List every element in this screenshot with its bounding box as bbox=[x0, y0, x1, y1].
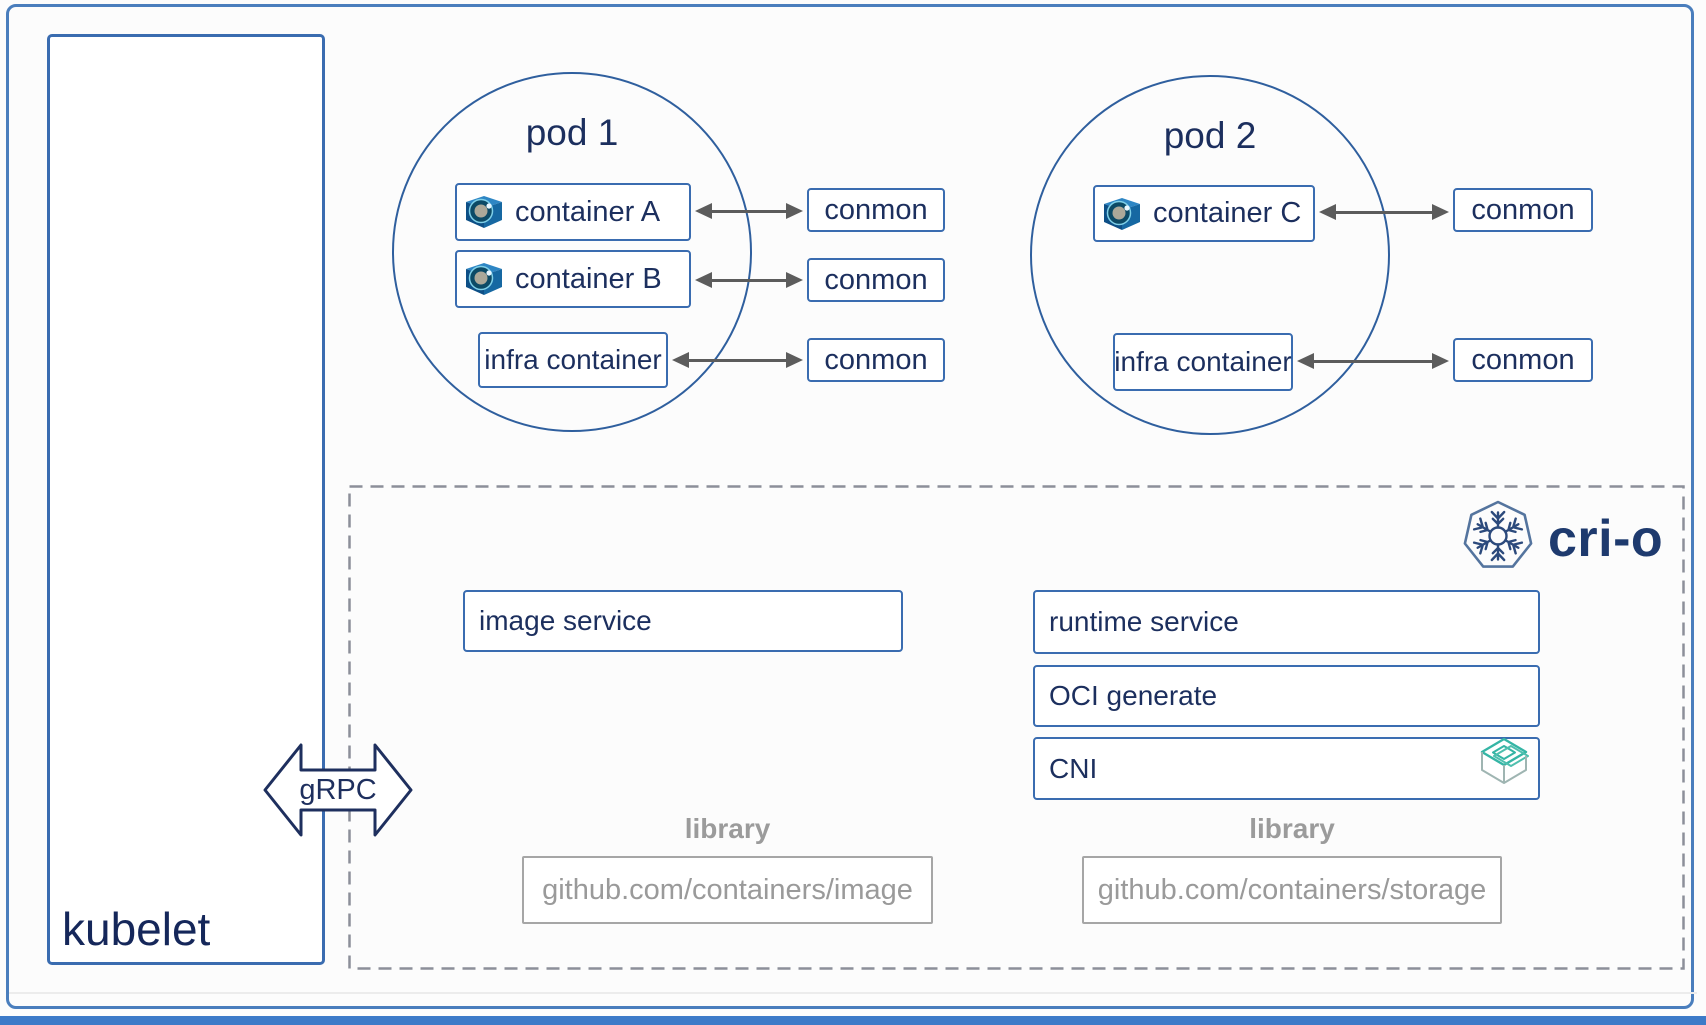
infra-container-label: infra container bbox=[484, 344, 662, 375]
infra-container-box: infra container bbox=[478, 332, 668, 388]
infra-container-label: infra container bbox=[1114, 346, 1292, 377]
library-caption: library bbox=[684, 813, 771, 844]
infra-container-box: infra container bbox=[1113, 333, 1293, 391]
crio-logo: cri-o bbox=[1460, 500, 1663, 577]
conmon-box: conmon bbox=[1453, 338, 1593, 382]
pod2-circle bbox=[1030, 75, 1390, 435]
conmon-box: conmon bbox=[807, 338, 945, 382]
container-c-label: container C bbox=[1153, 197, 1302, 229]
cni-icon bbox=[1478, 737, 1530, 800]
library-image-label: github.com/containers/image bbox=[542, 873, 913, 906]
crio-dashed-box bbox=[348, 485, 1685, 970]
oci-generate-label: OCI generate bbox=[1049, 680, 1218, 711]
cni-box: CNI bbox=[1033, 737, 1540, 800]
container-c-box: container C bbox=[1093, 185, 1315, 242]
conmon-label: conmon bbox=[1471, 343, 1575, 376]
container-a-label: container A bbox=[515, 195, 661, 228]
conmon-box: conmon bbox=[807, 258, 945, 302]
conmon-label: conmon bbox=[824, 343, 928, 376]
pod1-label: pod 1 bbox=[525, 112, 619, 153]
double-arrow bbox=[1297, 353, 1449, 369]
container-icon bbox=[462, 193, 506, 231]
image-service-box: image service bbox=[463, 590, 903, 652]
cni-label: CNI bbox=[1049, 752, 1098, 784]
image-service-label: image service bbox=[479, 605, 652, 636]
conmon-box: conmon bbox=[1453, 188, 1593, 232]
kubelet-label: kubelet bbox=[62, 903, 211, 955]
bottom-accent-bar bbox=[0, 1016, 1706, 1025]
double-arrow bbox=[1319, 204, 1449, 220]
container-b-box: container B bbox=[455, 250, 691, 308]
conmon-box: conmon bbox=[807, 188, 945, 232]
conmon-label: conmon bbox=[824, 263, 928, 296]
grpc-arrow: gRPC bbox=[262, 742, 414, 838]
library-storage-label: github.com/containers/storage bbox=[1097, 873, 1487, 906]
runtime-service-box: runtime service bbox=[1033, 590, 1540, 654]
runtime-service-label: runtime service bbox=[1049, 606, 1239, 637]
diagram-frame bbox=[6, 4, 1694, 1009]
grpc-label: gRPC bbox=[299, 774, 377, 806]
container-icon bbox=[462, 260, 506, 298]
double-arrow bbox=[695, 203, 803, 219]
pod1-circle bbox=[392, 72, 752, 432]
library-image-box: github.com/containers/image bbox=[522, 856, 933, 924]
footer-divider bbox=[9, 992, 1697, 994]
crio-name: cri-o bbox=[1548, 509, 1664, 568]
pod2-label: pod 2 bbox=[1163, 115, 1257, 156]
container-icon bbox=[1100, 195, 1144, 233]
conmon-label: conmon bbox=[824, 193, 928, 226]
oci-generate-box: OCI generate bbox=[1033, 665, 1540, 727]
conmon-label: conmon bbox=[1471, 193, 1575, 226]
kubelet-box: kubelet bbox=[47, 34, 325, 965]
container-a-box: container A bbox=[455, 183, 691, 241]
double-arrow bbox=[672, 352, 803, 368]
crio-snowflake-icon bbox=[1460, 500, 1536, 577]
double-arrow bbox=[695, 272, 803, 288]
library-caption: library bbox=[1249, 813, 1335, 844]
library-storage-box: github.com/containers/storage bbox=[1082, 856, 1502, 924]
container-b-label: container B bbox=[515, 262, 662, 295]
